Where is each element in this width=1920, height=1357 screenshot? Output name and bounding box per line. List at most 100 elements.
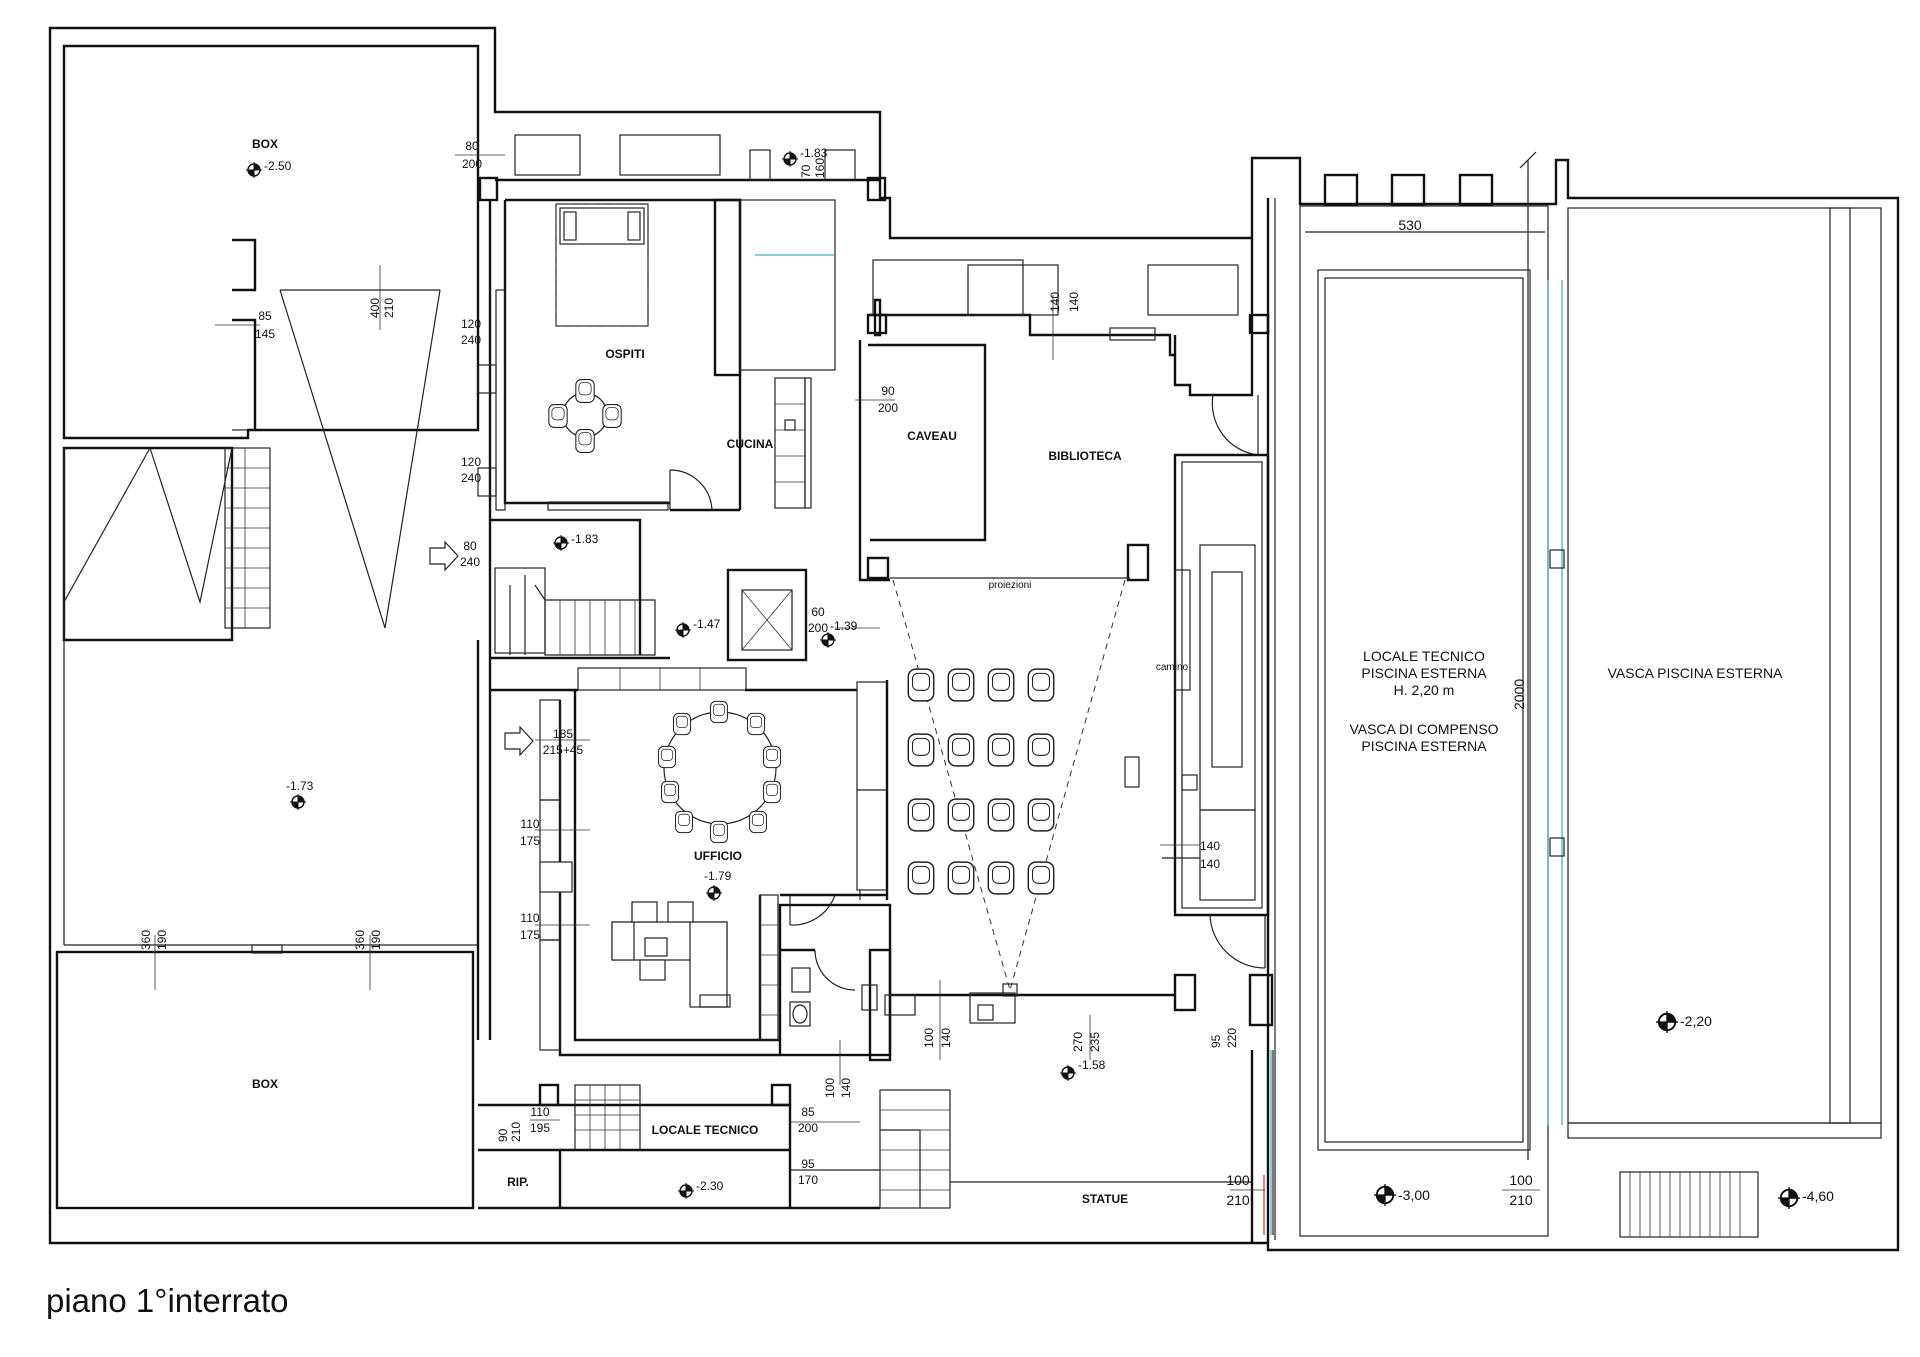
dim-80-240-top: 80 bbox=[463, 539, 477, 553]
dim-270-235-1: 270 bbox=[1071, 1032, 1085, 1052]
dim-80-240-bottom: 240 bbox=[460, 555, 480, 569]
dim-100-210-b-top: 100 bbox=[1509, 1172, 1533, 1188]
dim-100-140-b-1: 100 bbox=[823, 1078, 837, 1098]
dim-400-210-a: 400 bbox=[368, 298, 382, 318]
room-label-statue: STATUE bbox=[1082, 1192, 1128, 1206]
dim-110-175-b-bottom: 175 bbox=[520, 928, 540, 942]
room-label-biblioteca: BIBLIOTECA bbox=[1048, 449, 1122, 463]
dim-360-190-a-1: 360 bbox=[139, 930, 153, 950]
dim-95-220-1: 95 bbox=[1209, 1034, 1223, 1048]
room-label-locale-tecnico: LOCALE TECNICO bbox=[652, 1123, 759, 1137]
ospiti-block bbox=[477, 134, 887, 1040]
hall-stairs bbox=[490, 518, 861, 900]
level-ascensore: -1.39 bbox=[830, 619, 858, 633]
dim-110-175-a-top: 110 bbox=[520, 817, 539, 831]
dim-70-160-b: 160 bbox=[813, 158, 827, 178]
level-corte: -1.58 bbox=[1078, 1058, 1106, 1072]
level-box-left: -1.73 bbox=[286, 779, 314, 793]
dim-140-140-b-top: 140 bbox=[1200, 839, 1220, 853]
left-box-area bbox=[55, 289, 480, 1210]
dim-85-145-top: 85 bbox=[258, 309, 272, 323]
locale-tecnico-piscina-line-1: LOCALE TECNICO bbox=[1363, 648, 1485, 664]
dim-120-240-a-bottom: 240 bbox=[461, 333, 481, 347]
room-label-rip: RIP. bbox=[507, 1175, 529, 1189]
dimension-labels: 80 200 70 160 85 145 400 210 120 240 120… bbox=[139, 139, 1533, 1208]
caveau-block bbox=[858, 238, 1270, 582]
dim-185-215-bottom: 215+45 bbox=[543, 743, 584, 757]
dim-100-210-a-top: 100 bbox=[1226, 1172, 1250, 1188]
room-label-ufficio: UFFICIO bbox=[694, 849, 742, 863]
dim-95-220-2: 220 bbox=[1225, 1028, 1239, 1048]
dim-360-190-b-1: 360 bbox=[353, 930, 367, 950]
room-label-ospiti: OSPITI bbox=[605, 347, 644, 361]
locale-tecnico-piscina-line-6: PISCINA ESTERNA bbox=[1361, 738, 1487, 754]
room-label-box-top: BOX bbox=[252, 137, 278, 151]
level-ufficio: -1.79 bbox=[704, 869, 732, 883]
dim-110-175-a-bottom: 175 bbox=[520, 834, 540, 848]
level-scala: -1.47 bbox=[693, 617, 721, 631]
dim-120-240-b-top: 120 bbox=[461, 455, 481, 469]
level-ingresso: -1.83 bbox=[800, 146, 828, 160]
dim-270-235-2: 235 bbox=[1088, 1032, 1102, 1052]
dim-140-140-a-2: 140 bbox=[1067, 292, 1081, 312]
locale-tecnico-piscina-line-5: VASCA DI COMPENSO bbox=[1349, 721, 1498, 737]
dim-140-140-b-bottom: 140 bbox=[1200, 857, 1220, 871]
locale-tecnico-piscina-line-3: H. 2,20 m bbox=[1394, 682, 1455, 698]
dim-100-140-b-2: 140 bbox=[839, 1078, 853, 1098]
dimension-ticks bbox=[154, 154, 1540, 1191]
room-label-proiezioni: proiezioni bbox=[989, 580, 1032, 591]
room-label-caveau: CAVEAU bbox=[907, 429, 957, 443]
dim-2000: 2000 bbox=[1511, 679, 1527, 710]
dim-110-195-bottom: 195 bbox=[530, 1121, 550, 1135]
dim-120-240-b-bottom: 240 bbox=[461, 471, 481, 485]
outer-walls bbox=[48, 26, 1900, 1252]
entrance-arrows bbox=[429, 540, 534, 757]
level-locale-piscina: -3,00 bbox=[1398, 1187, 1430, 1203]
dim-400-210-b: 210 bbox=[382, 298, 396, 318]
floor-title: piano 1°interrato bbox=[46, 1282, 289, 1319]
dim-90-200-top: 90 bbox=[881, 384, 895, 398]
level-vasca: -2,20 bbox=[1680, 1013, 1712, 1029]
dim-100-210-a-bottom: 210 bbox=[1226, 1192, 1250, 1208]
dim-60-200-bottom: 200 bbox=[808, 621, 828, 635]
dim-95-170-top: 95 bbox=[801, 1157, 815, 1171]
room-label-cucina: CUCINA bbox=[727, 437, 774, 451]
dim-70-160-a: 70 bbox=[799, 164, 813, 178]
dim-110-195-top: 110 bbox=[530, 1105, 549, 1119]
ufficio-block bbox=[539, 680, 889, 1057]
room-label-box-bottom: BOX bbox=[252, 1077, 278, 1091]
level-markers: -2.50 -1.83 -1.83 -1.47 -1.39 -1.73 -1.7… bbox=[246, 146, 1834, 1209]
dim-85-200-bottom: 200 bbox=[798, 1121, 818, 1135]
locale-tecnico-piscina-line-2: PISCINA ESTERNA bbox=[1361, 665, 1487, 681]
dim-80-200-bottom: 200 bbox=[462, 157, 482, 171]
dim-90-210-1: 90 bbox=[496, 1128, 510, 1142]
pool-block bbox=[1263, 151, 1882, 1243]
dim-530: 530 bbox=[1398, 217, 1422, 233]
dim-100-140-a-1: 100 bbox=[922, 1028, 936, 1048]
dim-85-200-top: 85 bbox=[801, 1105, 815, 1119]
dim-90-210-2: 210 bbox=[509, 1122, 523, 1142]
room-labels: BOX BOX OSPITI CUCINA CAVEAU BIBLIOTECA … bbox=[252, 137, 1783, 1206]
dim-185-215-top: 185 bbox=[553, 727, 573, 741]
dim-100-140-a-2: 140 bbox=[939, 1028, 953, 1048]
dim-110-175-b-top: 110 bbox=[520, 911, 539, 925]
level-scala-piscina: -4,60 bbox=[1802, 1188, 1834, 1204]
dim-95-170-bottom: 170 bbox=[798, 1173, 818, 1187]
dim-85-145-bottom: 145 bbox=[255, 327, 275, 341]
dim-360-190-b-2: 190 bbox=[369, 930, 383, 950]
level-locale-tecnico: -2.30 bbox=[696, 1179, 724, 1193]
dim-360-190-a-2: 190 bbox=[155, 930, 169, 950]
cinema-seating bbox=[907, 668, 1055, 895]
dim-100-210-b-bottom: 210 bbox=[1509, 1192, 1533, 1208]
dim-140-140-a-1: 140 bbox=[1048, 292, 1062, 312]
room-label-camino: camino bbox=[1156, 662, 1189, 673]
level-disimpegno: -1.83 bbox=[571, 532, 599, 546]
room-label-vasca-esterna: VASCA PISCINA ESTERNA bbox=[1608, 665, 1783, 681]
level-box-top: -2.50 bbox=[264, 159, 292, 173]
dim-60-200-top: 60 bbox=[811, 605, 825, 619]
dim-120-240-a-top: 120 bbox=[461, 317, 481, 331]
dim-80-200-top: 80 bbox=[465, 139, 479, 153]
wc-block bbox=[778, 903, 1016, 1062]
locale-tecnico-block bbox=[478, 1050, 1254, 1243]
